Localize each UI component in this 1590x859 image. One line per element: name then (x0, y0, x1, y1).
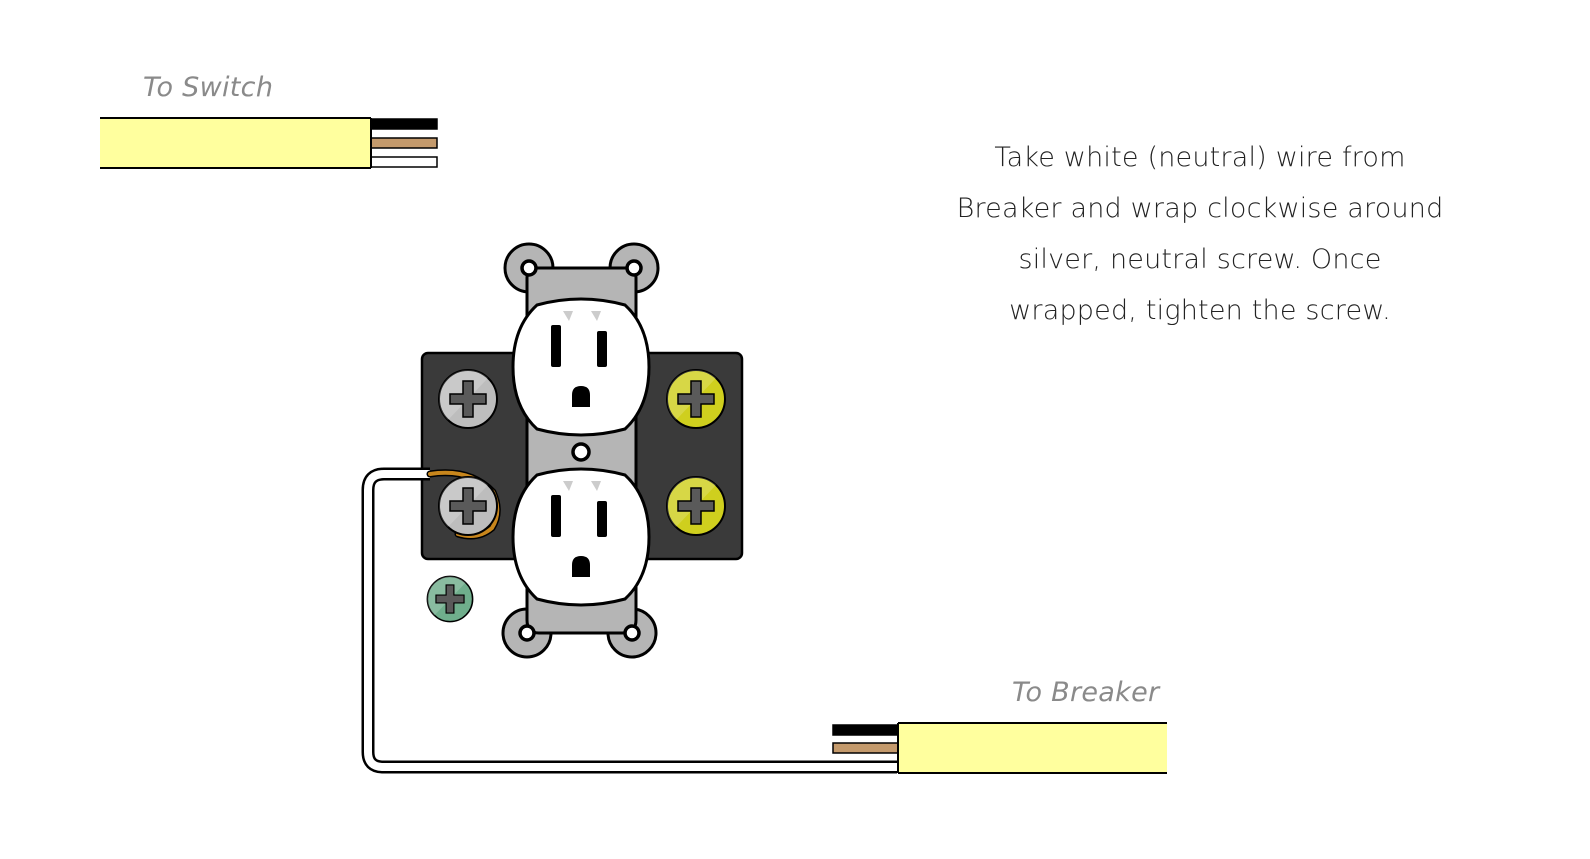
mounting-hole-top-left (520, 259, 538, 277)
mounting-hole-bottom-left (518, 624, 536, 642)
to-breaker-label: To Breaker (1012, 677, 1160, 708)
breaker-cable-black-wire (832, 724, 900, 736)
instruction-line: silver, neutral screw. Once (1018, 244, 1382, 275)
ground-screw (426, 575, 474, 623)
mounting-hole-top-right (625, 259, 643, 277)
silver-screw-bottom (438, 476, 498, 536)
switch-cable-white-wire (369, 156, 438, 168)
instruction-line: Take white (neutral) wire from (994, 142, 1406, 173)
instruction-line: wrapped, tighten the screw. (1009, 295, 1391, 326)
brass-screw-bottom (666, 476, 726, 536)
to-switch-label: To Switch (143, 72, 274, 103)
switch-cable-black-wire (369, 118, 438, 130)
center-screw-hole (571, 442, 591, 462)
instruction-text: Take white (neutral) wire from Breaker a… (940, 132, 1460, 336)
receptacle-bottom (511, 467, 651, 607)
receptacle-top (511, 297, 651, 437)
instruction-line: Breaker and wrap clockwise around (956, 193, 1444, 224)
brass-screw-top (666, 369, 726, 429)
switch-cable-bare-wire (369, 137, 438, 149)
silver-screw-top (438, 369, 498, 429)
breaker-cable-sheath (898, 723, 1167, 773)
switch-cable-sheath (100, 118, 371, 168)
breaker-cable (832, 722, 1167, 774)
mounting-hole-bottom-right (623, 624, 641, 642)
breaker-cable-bare-wire (832, 742, 900, 754)
switch-cable (100, 117, 438, 169)
